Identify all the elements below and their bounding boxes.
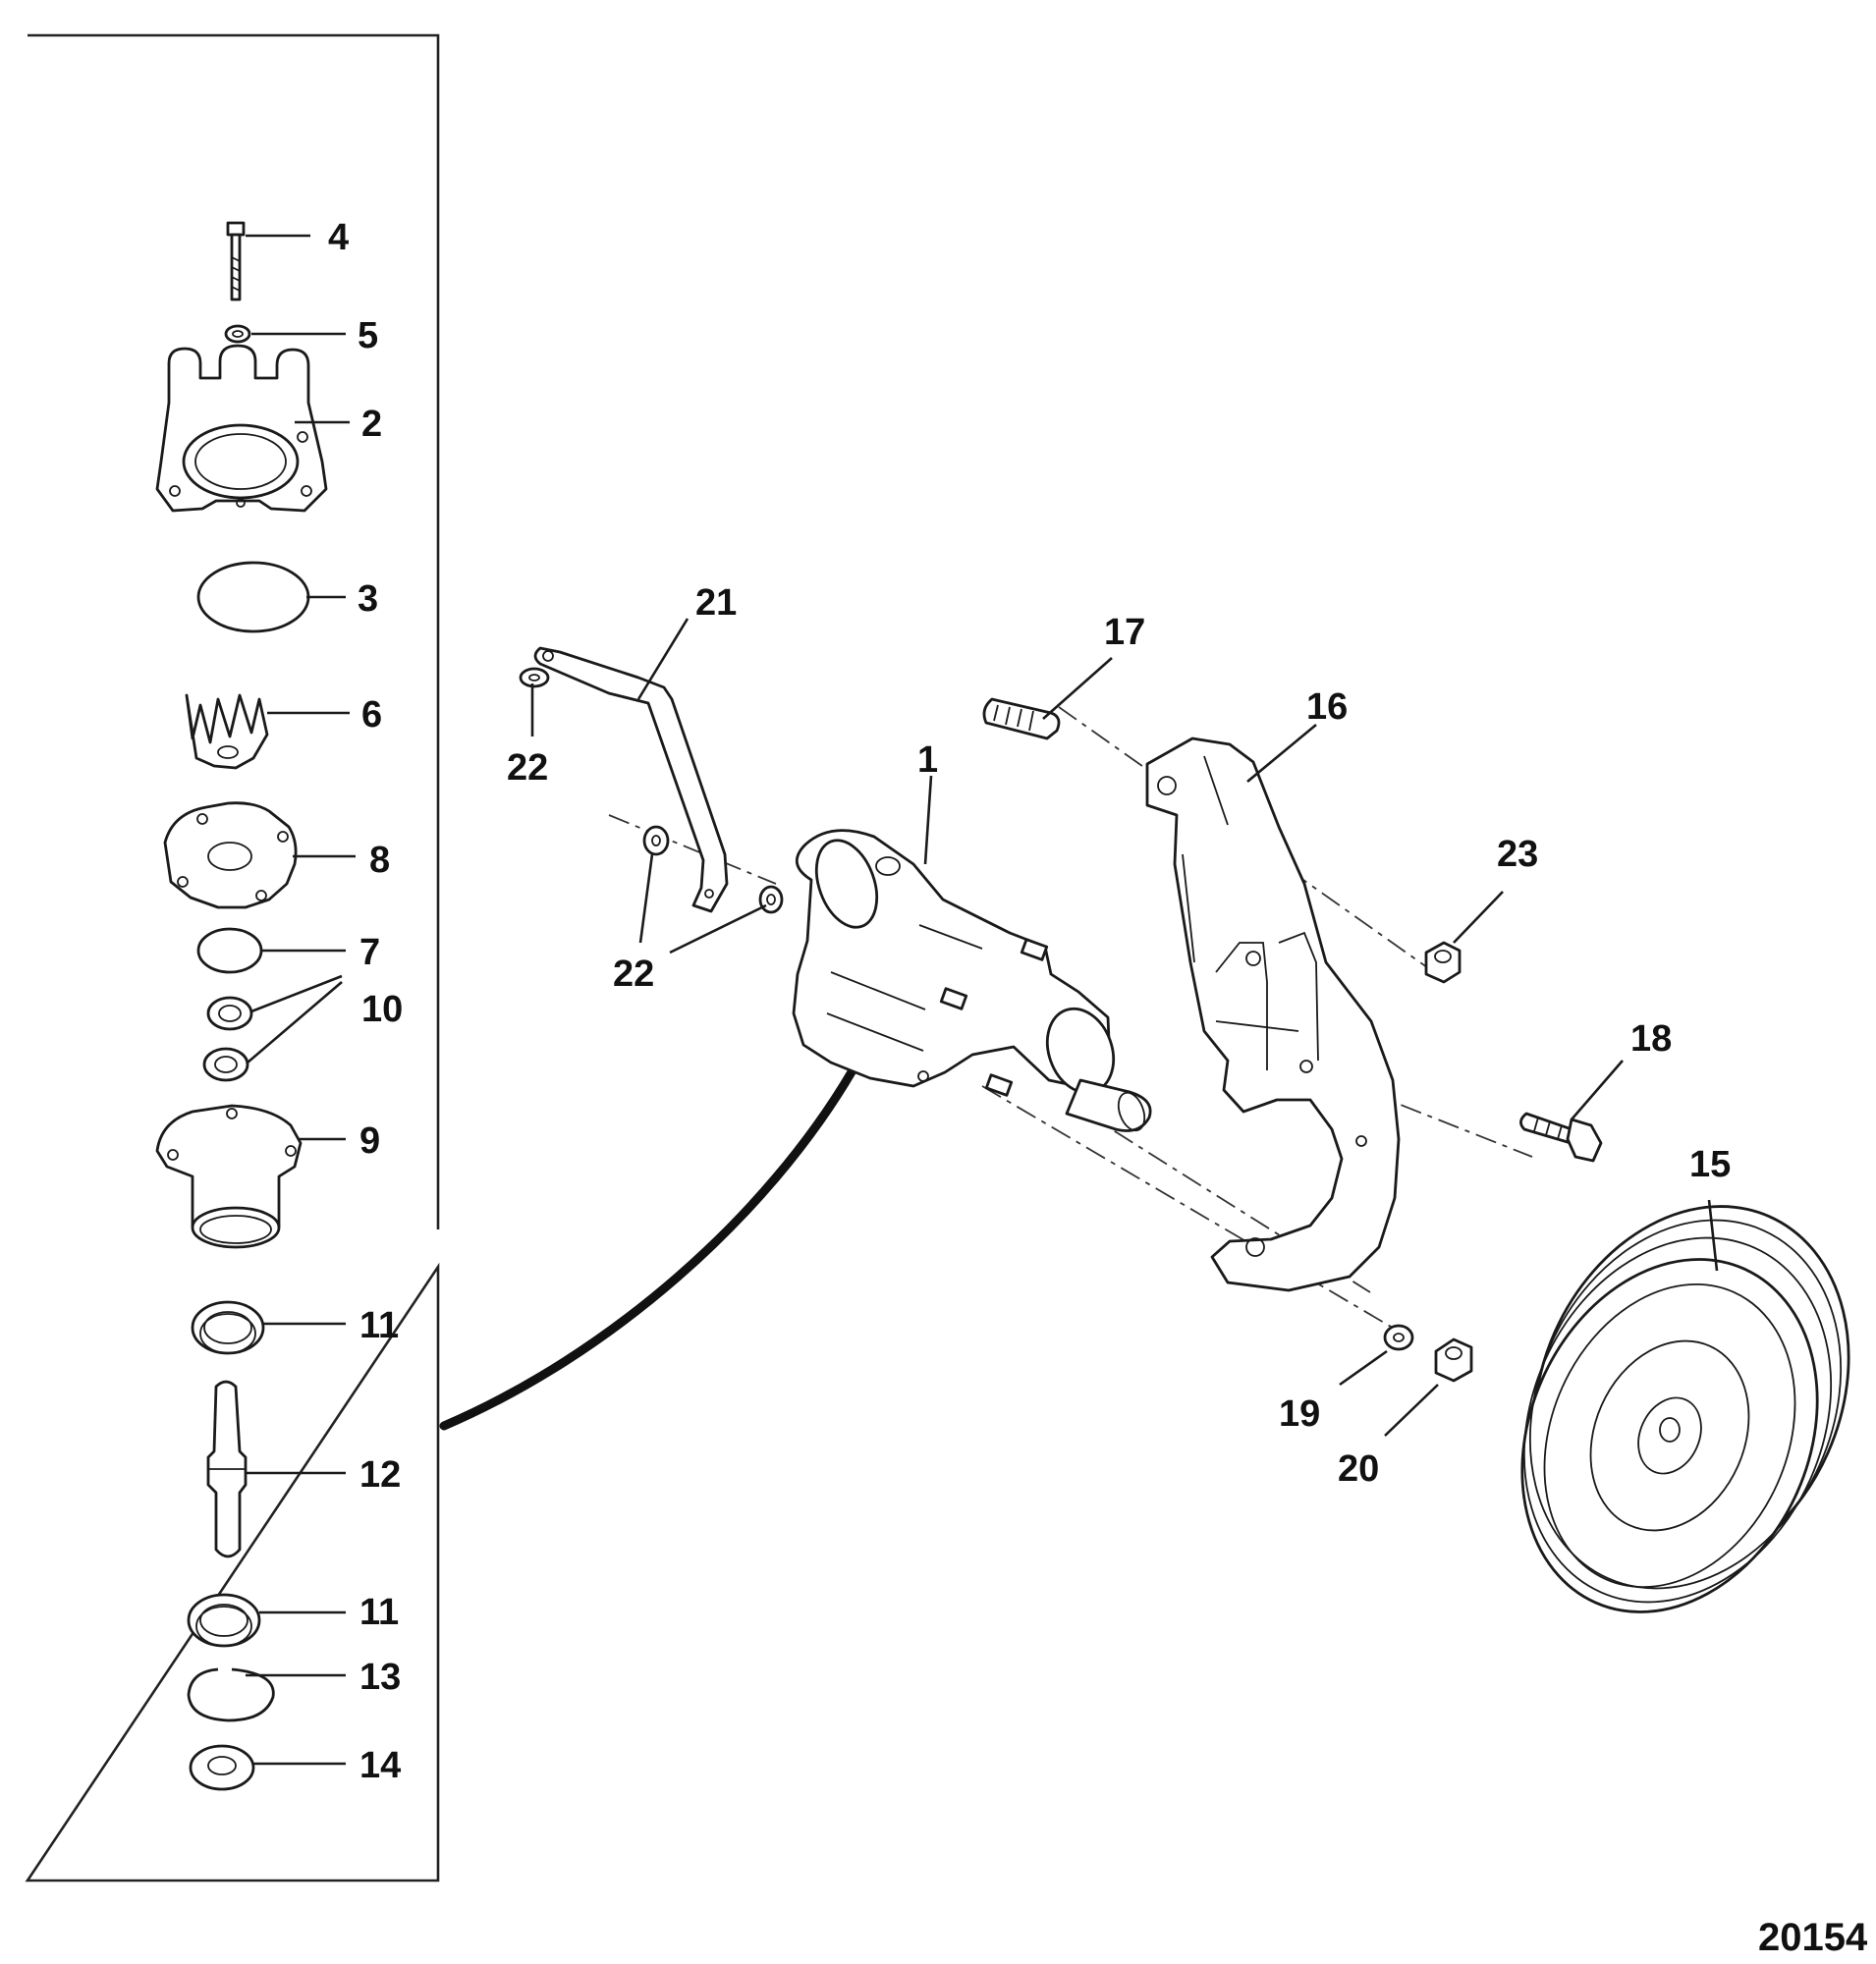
callout-6: 6 [361, 694, 382, 736]
callout-8: 8 [369, 840, 390, 881]
part-11-bearing-upper [191, 1300, 265, 1355]
callout-23: 23 [1497, 834, 1538, 875]
detail-inset-frame [25, 33, 440, 1882]
part-22-washer-lower [642, 825, 670, 856]
callout-3: 3 [358, 578, 378, 620]
part-20-nut [1434, 1337, 1473, 1383]
callout-18: 18 [1630, 1018, 1672, 1060]
callout-22-lower: 22 [613, 954, 654, 995]
part-9-seal-housing [155, 1104, 303, 1249]
part-17-stud [982, 697, 1061, 740]
callout-9: 9 [359, 1120, 380, 1162]
part-7-o-ring [196, 927, 263, 974]
callout-10: 10 [361, 989, 403, 1030]
callout-11-lower: 11 [359, 1592, 399, 1633]
main-leader-lines [530, 618, 1719, 1437]
connector-curve [439, 1065, 857, 1431]
callout-19: 19 [1279, 1393, 1320, 1435]
callout-20: 20 [1338, 1448, 1379, 1490]
callout-11-upper: 11 [359, 1305, 399, 1346]
part-14-cap [189, 1744, 255, 1791]
part-8-wear-plate [163, 801, 298, 909]
part-10-seals [202, 996, 253, 1082]
inset-leader-lines [246, 234, 356, 1766]
part-6-impeller [185, 693, 269, 770]
part-11-bearing-lower [187, 1593, 261, 1648]
part-12-shaft [206, 1380, 248, 1558]
part-4-bolt [226, 221, 246, 301]
callout-1: 1 [917, 739, 938, 781]
callout-7: 7 [359, 932, 380, 973]
part-22-washer-upper [519, 667, 550, 688]
callout-13: 13 [359, 1657, 401, 1698]
part-13-snap-ring [187, 1667, 275, 1722]
callout-15: 15 [1689, 1144, 1731, 1185]
part-19-washer [1383, 1324, 1414, 1351]
part-1-pump-assembly [792, 829, 1152, 1132]
callout-2: 2 [361, 404, 382, 445]
part-5-nut [224, 324, 251, 344]
part-21-bracket [533, 646, 729, 913]
part-18-bolt [1519, 1112, 1603, 1163]
callout-17: 17 [1104, 612, 1145, 653]
callout-12: 12 [359, 1454, 401, 1496]
part-23-nut [1424, 941, 1462, 984]
part-16-mounting-bracket [1145, 736, 1401, 1292]
callout-16: 16 [1306, 686, 1348, 728]
callout-22-upper: 22 [507, 747, 548, 789]
part-22-washer-mid [758, 885, 784, 914]
figure-number: 20154 [1758, 1916, 1868, 1959]
part-15-pulley [1520, 1205, 1850, 1613]
callout-21: 21 [695, 582, 737, 624]
part-2-pump-body [155, 344, 328, 513]
callout-4: 4 [328, 217, 349, 258]
callout-14: 14 [359, 1745, 401, 1786]
part-3-o-ring [196, 561, 310, 633]
callout-5: 5 [358, 315, 378, 356]
